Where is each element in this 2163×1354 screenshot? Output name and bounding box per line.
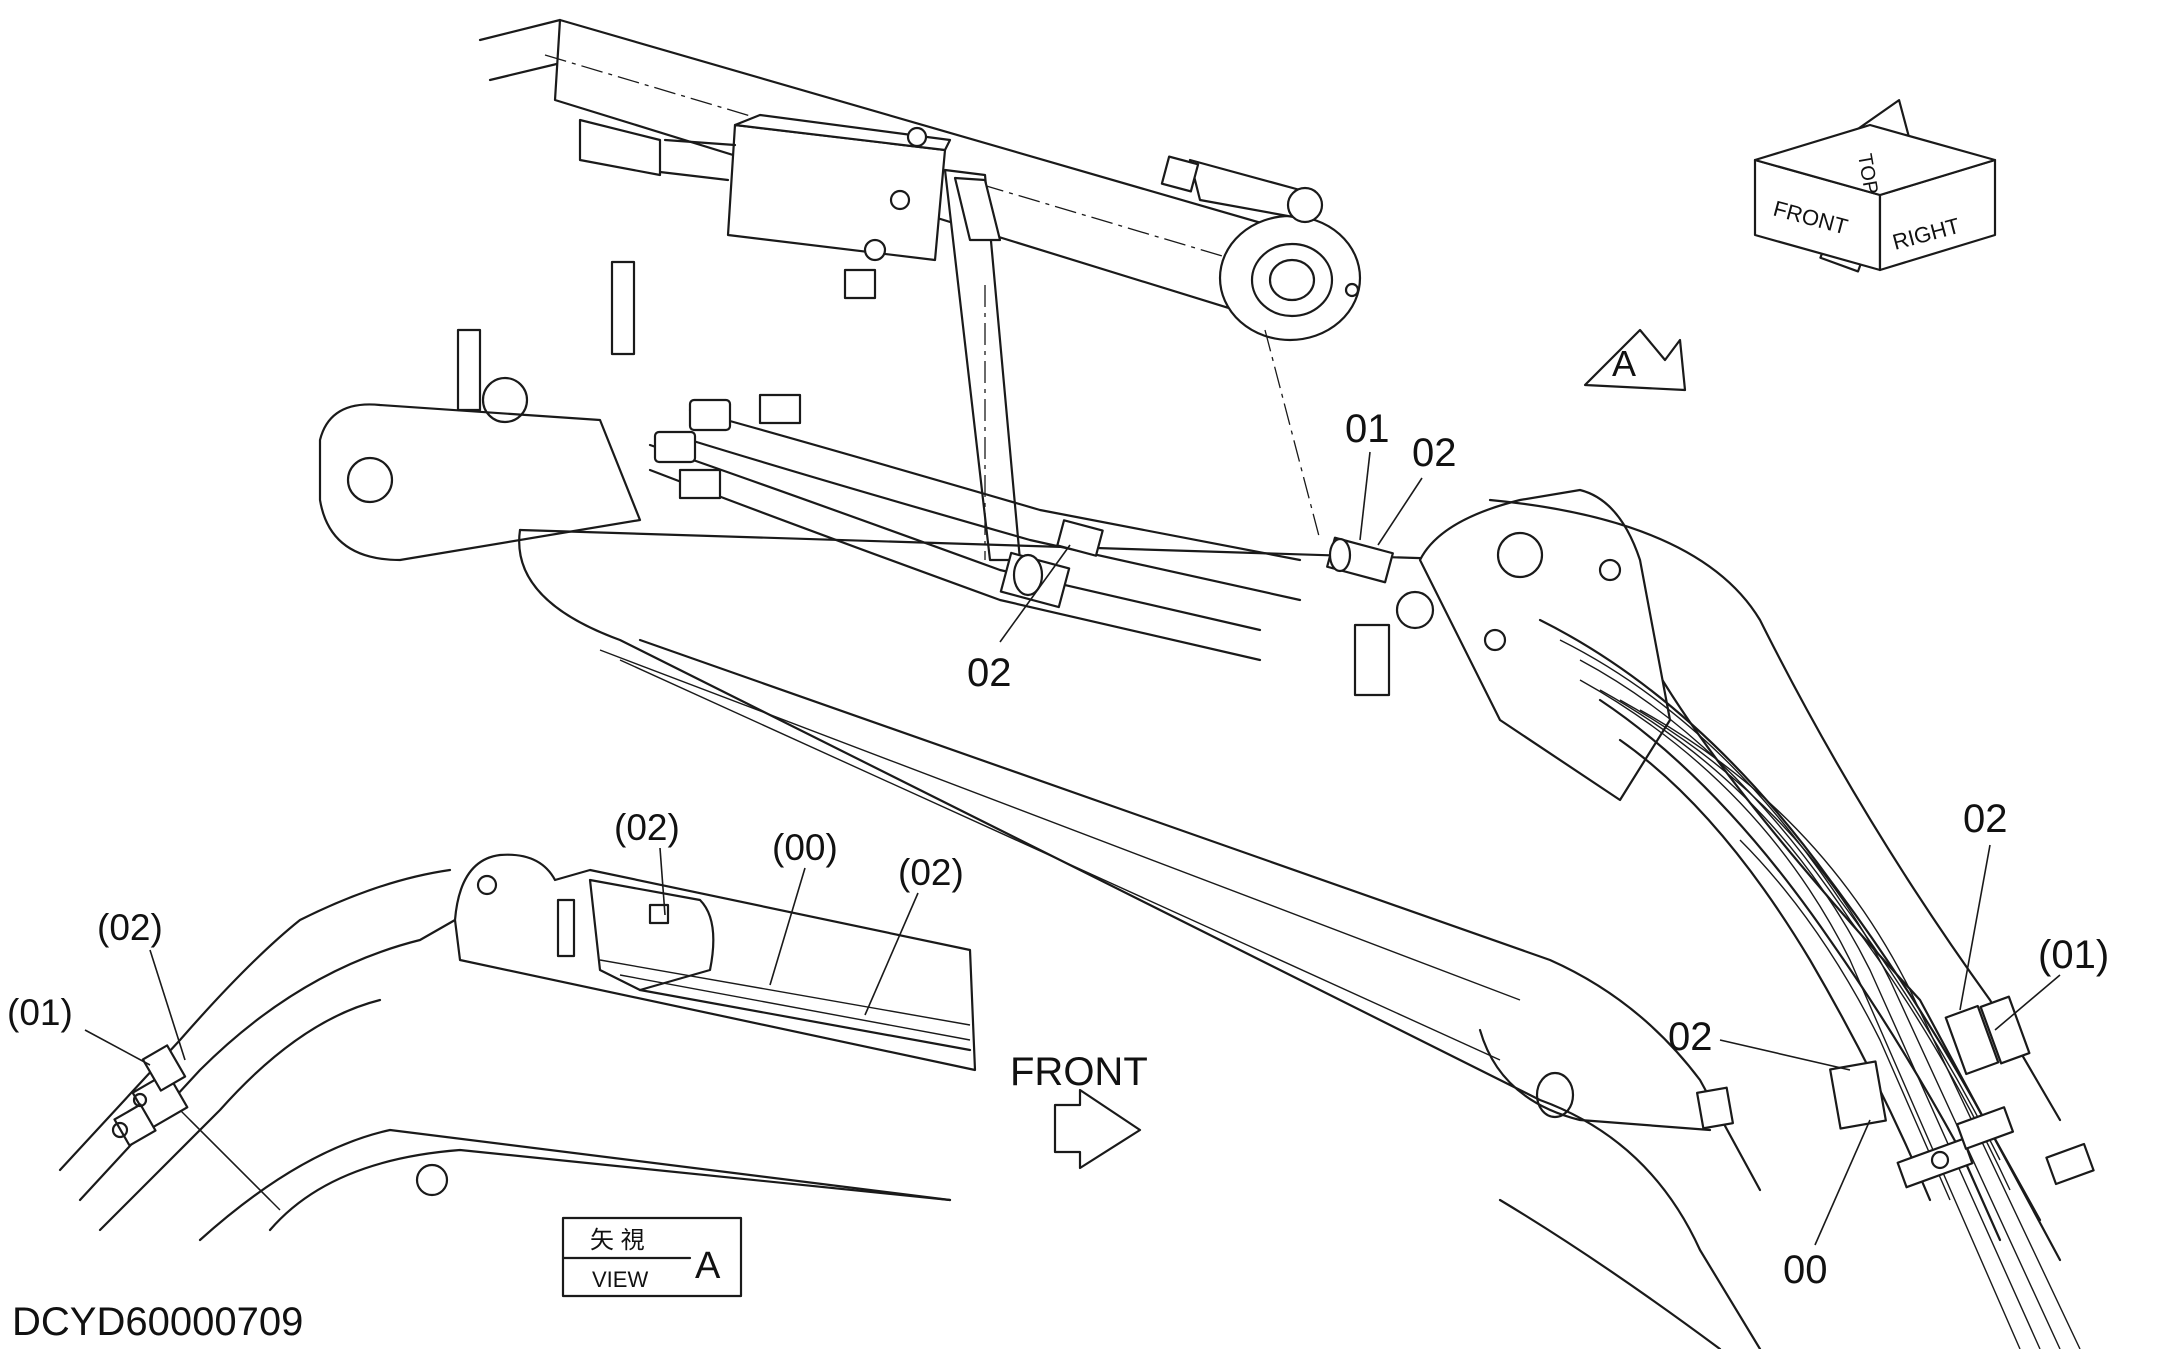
drawing-id: DCYD60000709 <box>12 1300 303 1344</box>
callout-02-top: 02 <box>1412 431 1457 475</box>
inset-callout-01-left: (01) <box>7 992 73 1033</box>
main-boom <box>318 260 2062 1351</box>
callout-02-mid: 02 <box>967 651 1012 695</box>
front-arrow: FRONT <box>1010 1050 1148 1170</box>
callout-02-right-top: 02 <box>1963 797 2008 841</box>
view-a-title-box: 矢 視 VIEW A <box>561 1216 743 1298</box>
inset-callout-02-left: (02) <box>97 907 163 948</box>
view-box-letter: A <box>695 1245 721 1287</box>
hydraulic-hoses <box>648 393 1394 697</box>
orientation-cube: FRONT RIGHT TOP <box>1753 99 1997 273</box>
view-a-inset <box>58 853 977 1242</box>
right-hose-bundle <box>1579 679 2095 1350</box>
view-box-kanji: 矢 視 <box>590 1227 645 1254</box>
inset-callout-00: (00) <box>772 827 838 868</box>
front-arrow-label: FRONT <box>1010 1050 1148 1094</box>
view-box-view: VIEW <box>592 1267 648 1292</box>
inset-callout-02-top: (02) <box>614 807 680 848</box>
view-a-marker-letter: A <box>1612 343 1636 384</box>
inset-callout-02-right: (02) <box>898 852 964 893</box>
callout-02-right-mid: 02 <box>1668 1015 1713 1059</box>
callouts: 01 02 02 02 (01) 02 00 (02) (00) (02) (0… <box>7 407 2109 1292</box>
callout-01: 01 <box>1345 407 1390 451</box>
callout-01-paren-right: (01) <box>2038 933 2109 977</box>
callout-00-bottom: 00 <box>1783 1248 1828 1292</box>
view-a-marker: A <box>1583 328 1687 392</box>
